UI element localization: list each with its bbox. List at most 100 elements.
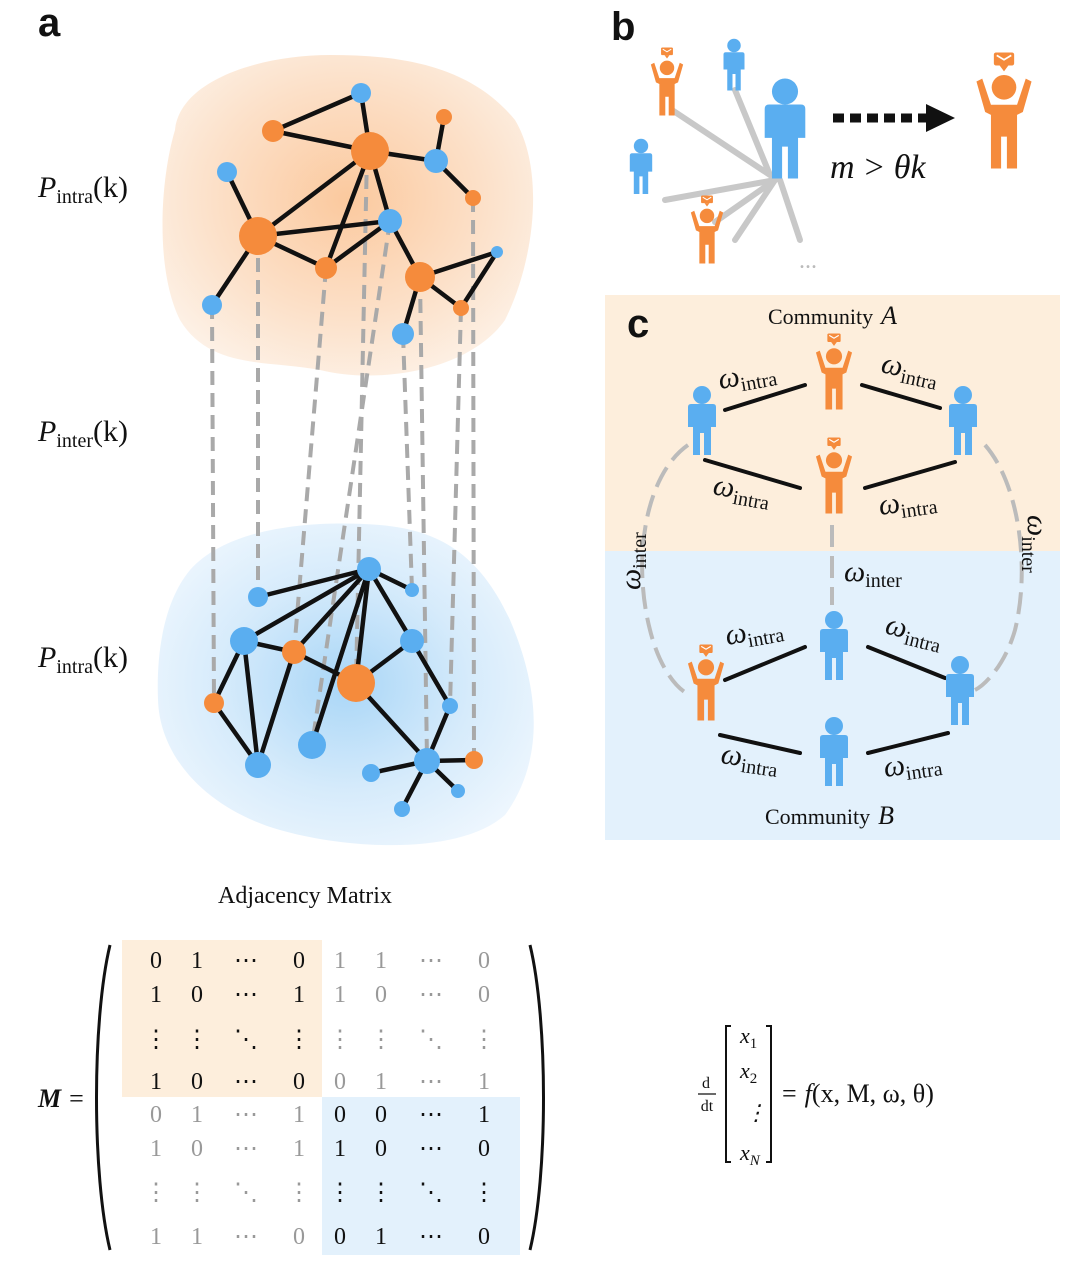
matrix-cell: ⋮ xyxy=(472,1180,496,1206)
matrix-cell: 1 xyxy=(334,982,346,1008)
focal-person-icon xyxy=(764,78,806,179)
matrix-cell: 1 xyxy=(150,1224,162,1250)
matrix-cell: ⋮ xyxy=(287,1180,311,1206)
matrix-cell: 0 xyxy=(293,1224,305,1250)
matrix-left-paren xyxy=(95,944,112,1251)
matrix-cell: 0 xyxy=(150,1102,162,1128)
matrix-cell: 0 xyxy=(478,1136,490,1162)
matrix-cell: ⋮ xyxy=(328,1180,352,1206)
neighbor-person-icon xyxy=(723,38,745,91)
bottom-network-nodes xyxy=(204,557,483,817)
vector-entry: xN xyxy=(739,1140,761,1169)
matrix-cell: ⋱ xyxy=(419,1180,443,1206)
matrix-cell: 1 xyxy=(375,948,387,974)
vector-right-bracket xyxy=(766,1025,772,1163)
derivative-numerator: d xyxy=(702,1075,710,1092)
matrix-cell: 1 xyxy=(150,1069,162,1095)
matrix-cell: ⋯ xyxy=(419,982,443,1008)
threshold-condition: m>θk xyxy=(830,149,926,186)
block-intra-b xyxy=(322,1097,520,1255)
top-network-nodes xyxy=(202,83,503,345)
matrix-cell: ⋯ xyxy=(419,1069,443,1095)
label-p-intra-top: Pintra(k) xyxy=(37,171,128,208)
equation-rhs: =f(x, M, ω, θ) xyxy=(782,1079,934,1108)
derivative-denominator: dt xyxy=(701,1098,714,1115)
matrix-cell: ⋯ xyxy=(234,948,258,974)
block-intra-a xyxy=(122,940,322,1097)
matrix-right-paren xyxy=(528,944,545,1251)
matrix-cell: ⋮ xyxy=(369,1180,393,1206)
matrix-cell: 1 xyxy=(375,1224,387,1250)
inter-community-edges xyxy=(640,443,1024,697)
matrix-cell: 1 xyxy=(334,948,346,974)
omega-inter-label: ωinter xyxy=(1017,515,1054,573)
vector-entry: ⋮ xyxy=(745,1100,767,1125)
matrix-cell: ⋯ xyxy=(419,1224,443,1250)
omega-intra-label: ωintra xyxy=(876,481,939,526)
panel-a-network: a xyxy=(37,1,534,846)
matrix-cell: 1 xyxy=(191,1224,203,1250)
intra-community-edges xyxy=(703,383,957,755)
panel-b-threshold: b ... m>θk xyxy=(611,5,1033,274)
matrix-cell: 0 xyxy=(478,982,490,1008)
matrix-cell: ⋮ xyxy=(328,1027,352,1053)
matrix-cell: ⋱ xyxy=(419,1027,443,1053)
vector-left-bracket xyxy=(725,1025,731,1163)
omega-inter-label: ωinter xyxy=(844,555,902,592)
matrix-cell: 1 xyxy=(478,1102,490,1128)
matrix-cell: 1 xyxy=(293,982,305,1008)
matrix-cell: ⋯ xyxy=(234,982,258,1008)
matrix-cell: ⋱ xyxy=(234,1180,258,1206)
community-a-background xyxy=(605,295,1060,551)
matrix-cell: 0 xyxy=(478,948,490,974)
matrix-cell: ⋮ xyxy=(144,1027,168,1053)
matrix-cell: 0 xyxy=(191,1069,203,1095)
matrix-cell: ⋱ xyxy=(234,1027,258,1053)
label-p-intra-bottom: Pintra(k) xyxy=(37,641,128,678)
vector-entry: x2 xyxy=(739,1058,757,1087)
matrix-cells: 0 1 ⋯ 0 1 1 ⋯ 0 1 0 ⋯ 1 1 0 ⋯ 0 ⋮ ⋮ ⋱ ⋮ ⋮ ⋮ ⋱ ⋮ 1 0 ⋯ 0 0 1 ⋯ 1 0 1 ⋯ 1 0 0 ⋯ 1… xyxy=(144,948,496,1250)
matrix-cell: ⋮ xyxy=(185,1027,209,1053)
matrix-cell: 0 xyxy=(375,1136,387,1162)
matrix-cell: 1 xyxy=(150,1136,162,1162)
matrix-title: Adjacency Matrix xyxy=(218,883,392,909)
label-p-inter: Pinter(k) xyxy=(37,415,128,452)
neighbor-person-icon xyxy=(629,138,653,194)
matrix-cell: 0 xyxy=(293,1069,305,1095)
omega-intra-label: ωintra xyxy=(718,737,781,782)
panel-label-c: c xyxy=(627,302,649,346)
matrix-cell: ⋯ xyxy=(234,1224,258,1250)
matrix-cell: 0 xyxy=(478,1224,490,1250)
matrix-cell: 0 xyxy=(375,1102,387,1128)
matrix-cell: 1 xyxy=(293,1136,305,1162)
neighbor-adopter-icon xyxy=(650,46,684,117)
matrix-cell: ⋮ xyxy=(144,1180,168,1206)
matrix-cell: 0 xyxy=(334,1069,346,1095)
matrix-cell: 0 xyxy=(191,982,203,1008)
matrix-cell: 0 xyxy=(334,1224,346,1250)
matrix-cell: 0 xyxy=(375,982,387,1008)
matrix-cell: ⋯ xyxy=(234,1069,258,1095)
matrix-cell: ⋯ xyxy=(419,1136,443,1162)
matrix-cell: ⋯ xyxy=(419,1102,443,1128)
matrix-cell: 1 xyxy=(375,1069,387,1095)
matrix-cell: ⋯ xyxy=(234,1102,258,1128)
panel-label-a: a xyxy=(38,1,61,45)
matrix-cell: ⋯ xyxy=(419,948,443,974)
matrix-cell: 1 xyxy=(293,1102,305,1128)
matrix-cell: 1 xyxy=(191,948,203,974)
omega-inter-label: ωinter xyxy=(614,532,651,590)
matrix-cell: ⋯ xyxy=(234,1136,258,1162)
matrix-cell: ⋮ xyxy=(369,1027,393,1053)
neighbor-links xyxy=(662,87,803,243)
matrix-cell: 0 xyxy=(191,1136,203,1162)
matrix-cell: 1 xyxy=(478,1069,490,1095)
panel-label-b: b xyxy=(611,5,635,49)
matrix-cell: 1 xyxy=(334,1136,346,1162)
